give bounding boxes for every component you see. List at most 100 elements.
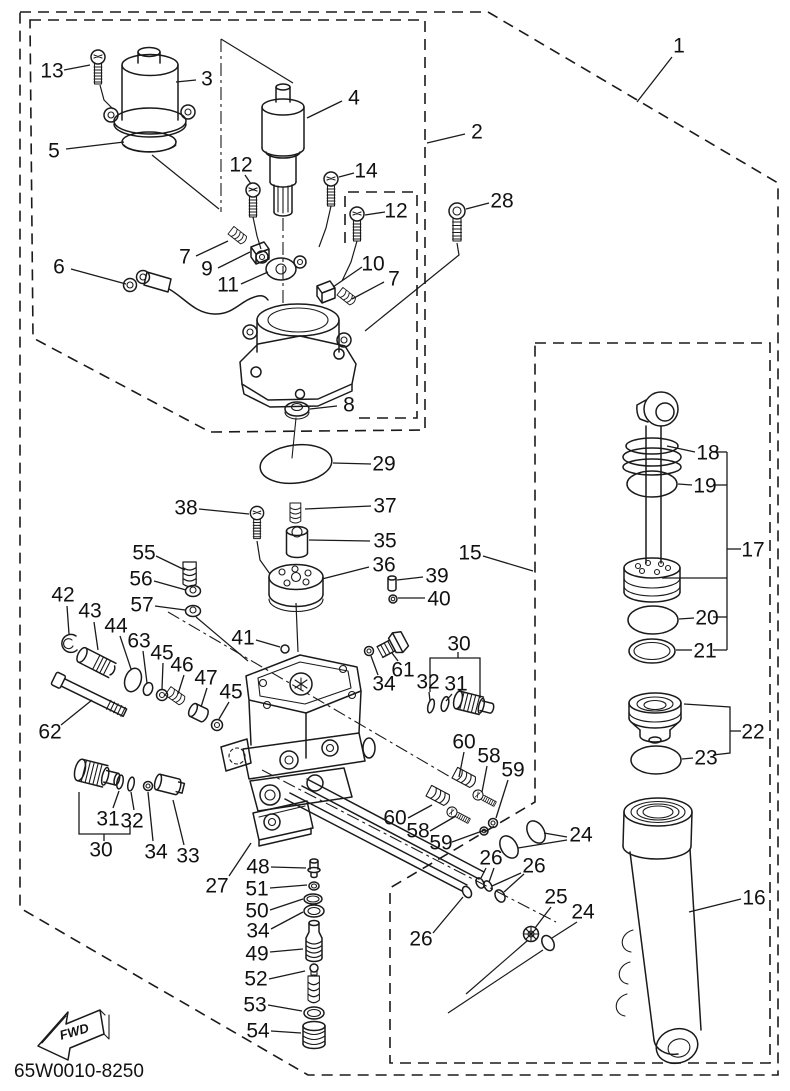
callout-9: 9: [201, 258, 213, 281]
callout-4: 4: [348, 87, 360, 110]
relief-spring-group: [182, 561, 202, 618]
construction-line: [256, 540, 271, 575]
callout-32: 32: [416, 671, 439, 694]
leader-line: [175, 79, 197, 83]
callout-13: 13: [40, 60, 63, 83]
right-plug-group: [376, 631, 495, 716]
leader-line: [543, 832, 568, 838]
callout-63: 63: [127, 630, 150, 653]
callout-46: 46: [170, 654, 193, 677]
leader-line: [161, 662, 164, 690]
callout-32: 32: [120, 810, 143, 833]
screw-part-12b: [349, 206, 365, 242]
diagram-artwork: [37, 46, 702, 1065]
screw-part-58a: [470, 787, 499, 810]
callout-brackets: [78, 451, 741, 841]
leader-line: [172, 799, 185, 846]
callout-47: 47: [194, 667, 217, 690]
leader-line: [269, 884, 308, 889]
oring-part-40: [388, 594, 398, 604]
leader-line: [200, 687, 208, 708]
assembly-construction-lines: [99, 38, 544, 1014]
leader-line: [147, 791, 154, 842]
leader-line: [65, 141, 125, 150]
end-cap-part-22: [628, 692, 682, 744]
valve-part-52: [309, 963, 319, 976]
callout-17: 17: [741, 539, 764, 562]
group-boundary-15: [389, 342, 771, 1064]
callout-5: 5: [48, 140, 60, 163]
fwd-arrow-icon: [37, 1009, 110, 1061]
leader-line: [551, 921, 578, 939]
callout-7: 7: [388, 268, 400, 291]
wire-lead-part-6: [122, 269, 269, 315]
leader-line: [195, 240, 229, 257]
oring-part-34-col: [303, 904, 325, 918]
callout-49: 49: [245, 943, 268, 966]
callout-1: 1: [673, 35, 685, 58]
construction-line: [99, 84, 114, 110]
bottom-valve-column: [302, 858, 326, 1050]
callout-60: 60: [452, 731, 475, 754]
callout-bracket: [429, 657, 481, 698]
callout-44: 44: [104, 615, 128, 638]
callout-52: 52: [244, 968, 267, 991]
leader-line: [488, 867, 495, 883]
callout-45: 45: [219, 681, 242, 704]
spring-part-60a: [451, 766, 479, 790]
leader-line: [155, 555, 186, 571]
callout-39: 39: [425, 565, 448, 588]
spring-part-55: [182, 561, 198, 588]
star-washer-part-25: [522, 925, 540, 943]
leader-line: [198, 508, 250, 515]
leader-line: [428, 691, 431, 702]
tube-group: [284, 778, 555, 952]
leader-line: [153, 580, 187, 591]
leader-line: [688, 898, 742, 913]
callout-14: 14: [354, 160, 378, 183]
leader-line: [119, 635, 132, 670]
leader-line: [267, 1004, 303, 1012]
leader-line: [465, 202, 490, 210]
callout-19: 19: [693, 475, 716, 498]
leader-line: [270, 866, 307, 869]
plug-part-30-left: [73, 758, 121, 788]
group-boundary-2: [29, 19, 426, 433]
leader-line: [240, 271, 269, 285]
callout-bracket: [683, 703, 731, 756]
spring-part-52: [307, 975, 321, 1004]
callout-36: 36: [372, 554, 395, 577]
callout-29: 29: [372, 453, 395, 476]
leader-line: [255, 639, 281, 648]
leader-line: [304, 505, 372, 510]
brush-part-10: [316, 280, 336, 304]
construction-line: [364, 242, 460, 332]
callout-24: 24: [569, 824, 593, 847]
callout-26: 26: [479, 847, 502, 870]
oring-part-26: [461, 885, 473, 899]
cap-part-47: [187, 702, 209, 723]
dashed-group-boxes: [19, 11, 779, 1076]
cap-part-54: [302, 1020, 326, 1050]
callout-30: 30: [447, 633, 470, 656]
leader-line: [451, 829, 486, 843]
callout-51: 51: [245, 878, 268, 901]
callout-38: 38: [174, 497, 197, 520]
screw-part-12a: [245, 182, 261, 218]
leader-line: [481, 765, 488, 793]
screw-part-58b: [444, 804, 473, 827]
brush-group: [227, 225, 358, 307]
centerline: [261, 769, 557, 923]
callout-58: 58: [477, 745, 500, 768]
callout-31: 31: [444, 673, 467, 696]
callout-18: 18: [696, 442, 719, 465]
callout-31: 31: [96, 808, 119, 831]
coupling-part-4: [261, 83, 305, 217]
leader-line: [66, 605, 70, 635]
leader-line: [308, 539, 371, 542]
leader-line: [338, 172, 355, 178]
screw-part-38: [249, 505, 265, 540]
callout-33: 33: [176, 845, 199, 868]
callout-40: 40: [427, 588, 450, 611]
